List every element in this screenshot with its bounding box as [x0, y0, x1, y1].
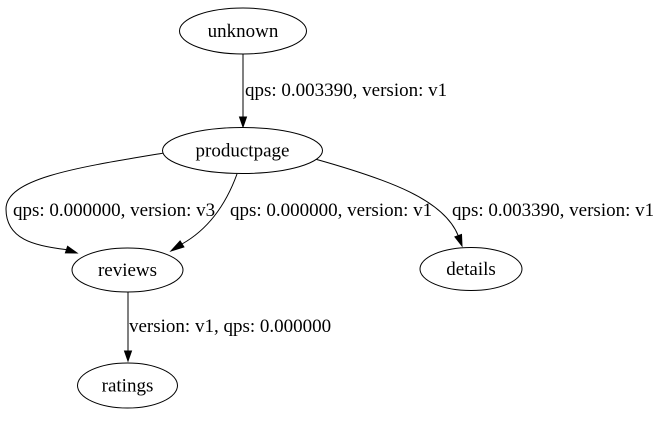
arrowhead-icon — [123, 350, 133, 363]
node-ratings: ratings — [77, 362, 178, 409]
node-label: details — [446, 259, 496, 280]
edge-line — [314, 158, 459, 236]
node-label: productpage — [196, 141, 290, 162]
node-label: unknown — [208, 21, 279, 42]
edge-line — [5, 152, 165, 251]
edge-label: qps: 0.003390, version: v1 — [245, 80, 447, 101]
node-details: details — [419, 247, 523, 291]
node-label: ratings — [102, 376, 154, 397]
arrowhead-icon — [169, 240, 185, 253]
edge-line — [181, 173, 238, 245]
node-productpage: productpage — [162, 127, 323, 174]
node-reviews: reviews — [71, 247, 184, 293]
edge-label: qps: 0.003390, version: v1 — [452, 200, 654, 221]
node-ellipse — [419, 247, 523, 291]
arrowhead-icon — [64, 245, 79, 254]
node-unknown: unknown — [179, 7, 307, 55]
edge-label: version: v1, qps: 0.000000 — [129, 316, 331, 337]
edge-productpage-reviews-v3: qps: 0.000000, version: v3 — [5, 152, 215, 254]
node-ellipse — [71, 247, 184, 293]
edge-productpage-details: qps: 0.003390, version: v1 — [314, 158, 654, 248]
edge-label: qps: 0.000000, version: v3 — [13, 200, 215, 221]
edge-unknown-productpage: qps: 0.003390, version: v1 — [238, 54, 447, 129]
node-ellipse — [77, 362, 178, 409]
node-label: reviews — [98, 260, 157, 281]
edge-reviews-ratings: version: v1, qps: 0.000000 — [123, 292, 331, 363]
arrowhead-icon — [238, 116, 248, 129]
node-ellipse — [162, 127, 323, 174]
arrowhead-icon — [454, 233, 463, 248]
edge-label: qps: 0.000000, version: v1 — [230, 200, 432, 221]
node-ellipse — [179, 7, 307, 55]
edge-productpage-reviews-v1: qps: 0.000000, version: v1 — [169, 173, 432, 253]
